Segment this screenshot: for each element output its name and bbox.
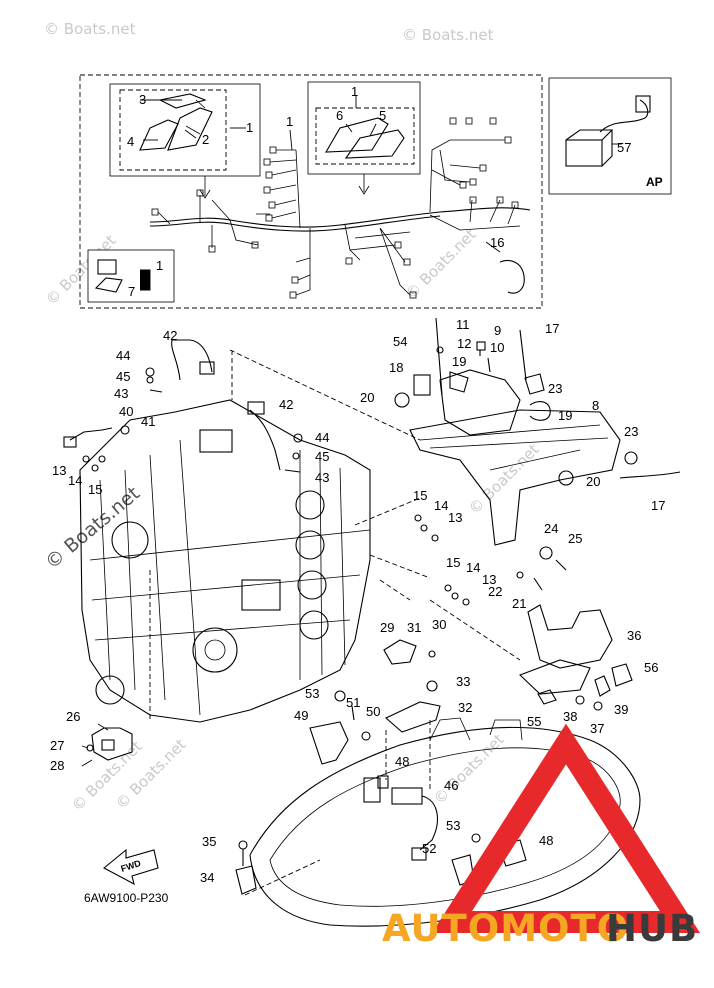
brand-text-left: AUTOMOTO xyxy=(382,907,629,950)
callout-17: 17 xyxy=(651,498,665,513)
bracket-assembly xyxy=(394,317,681,606)
callout-21: 21 xyxy=(512,596,526,611)
callout-4: 4 xyxy=(127,134,134,149)
callout-44: 44 xyxy=(116,348,130,363)
watermark: © Boats.net xyxy=(44,20,136,38)
callout-50: 50 xyxy=(366,704,380,719)
callout-54: 54 xyxy=(393,334,407,349)
callout-30: 30 xyxy=(432,617,446,632)
callout-23: 23 xyxy=(548,381,562,396)
callout-15: 15 xyxy=(446,555,460,570)
ap-inset: AP xyxy=(548,77,672,195)
callout-13: 13 xyxy=(52,463,66,478)
callout-24: 24 xyxy=(544,521,558,536)
callout-43: 43 xyxy=(114,386,128,401)
callouts: 1 1 1 1 2 3 4 5 6 7 8 9 10 11 12 13 13 1… xyxy=(50,84,665,885)
watermark: © Boats.net xyxy=(465,440,543,518)
watermark: © Boats.net xyxy=(402,26,494,44)
callout-23: 23 xyxy=(624,424,638,439)
forward-arrow: FWD xyxy=(103,848,159,886)
callout-43: 43 xyxy=(315,470,329,485)
callout-11: 11 xyxy=(456,317,470,332)
callout-7: 7 xyxy=(128,284,135,299)
callout-15: 15 xyxy=(88,482,102,497)
brackets-middle xyxy=(309,639,441,765)
wire-harness-group xyxy=(79,74,543,309)
engine-block xyxy=(63,339,521,767)
callout-18: 18 xyxy=(389,360,403,375)
callout-22: 22 xyxy=(488,584,502,599)
callout-49: 49 xyxy=(294,708,308,723)
callout-46: 46 xyxy=(444,778,458,793)
callout-53: 53 xyxy=(305,686,319,701)
callout-1: 1 xyxy=(156,258,163,273)
callout-8: 8 xyxy=(592,398,599,413)
callout-48: 48 xyxy=(539,833,553,848)
callout-28: 28 xyxy=(50,758,64,773)
callout-19: 19 xyxy=(452,354,466,369)
callout-16: 16 xyxy=(490,235,504,250)
callout-48: 48 xyxy=(395,754,409,769)
callout-13: 13 xyxy=(448,510,462,525)
callout-35: 35 xyxy=(202,834,216,849)
bracket-36 xyxy=(518,604,633,711)
brand-text-right: HUB xyxy=(606,907,698,950)
callout-1: 1 xyxy=(246,120,253,135)
ap-label: AP xyxy=(646,175,663,189)
callout-45: 45 xyxy=(315,449,329,464)
callout-13: 13 xyxy=(482,572,496,587)
callout-15: 15 xyxy=(413,488,427,503)
callout-57: 57 xyxy=(617,140,631,155)
brand-triangle-icon xyxy=(431,723,701,933)
callout-55: 55 xyxy=(527,714,541,729)
callout-44: 44 xyxy=(315,430,329,445)
callout-29: 29 xyxy=(380,620,394,635)
callout-20: 20 xyxy=(586,474,600,489)
callout-2: 2 xyxy=(202,132,209,147)
callout-51: 51 xyxy=(346,695,360,710)
callout-42: 42 xyxy=(163,328,177,343)
callout-17: 17 xyxy=(545,321,559,336)
callout-14: 14 xyxy=(434,498,448,513)
watermark: © Boats.net xyxy=(430,730,508,808)
brand-logo: AUTOMOTO HUB xyxy=(382,723,701,950)
callout-33: 33 xyxy=(456,674,470,689)
callout-5: 5 xyxy=(379,108,386,123)
callout-36: 36 xyxy=(627,628,641,643)
callout-19: 19 xyxy=(558,408,572,423)
diagram-code: 6AW9100-P230 xyxy=(84,891,169,905)
callout-14: 14 xyxy=(466,560,480,575)
callout-42: 42 xyxy=(279,397,293,412)
callout-6: 6 xyxy=(336,108,343,123)
callout-41: 41 xyxy=(141,414,155,429)
callout-25: 25 xyxy=(568,531,582,546)
callout-37: 37 xyxy=(590,721,604,736)
callout-10: 10 xyxy=(490,340,504,355)
callout-40: 40 xyxy=(119,404,133,419)
callout-53: 53 xyxy=(446,818,460,833)
callout-1: 1 xyxy=(351,84,358,99)
callout-32: 32 xyxy=(458,700,472,715)
callout-27: 27 xyxy=(50,738,64,753)
callout-45: 45 xyxy=(116,369,130,384)
fwd-label: FWD xyxy=(120,858,143,874)
callout-1: 1 xyxy=(286,114,293,129)
callout-38: 38 xyxy=(563,709,577,724)
callout-12: 12 xyxy=(457,336,471,351)
callout-26: 26 xyxy=(66,709,80,724)
callout-34: 34 xyxy=(200,870,214,885)
callout-56: 56 xyxy=(644,660,658,675)
callout-20: 20 xyxy=(360,390,374,405)
callout-39: 39 xyxy=(614,702,628,717)
callout-3: 3 xyxy=(139,92,146,107)
callout-9: 9 xyxy=(494,323,501,338)
bottom-cowling xyxy=(235,717,641,927)
callout-52: 52 xyxy=(422,841,436,856)
callout-31: 31 xyxy=(407,620,421,635)
watermark: © Boats.net xyxy=(402,225,480,303)
callout-14: 14 xyxy=(68,473,82,488)
